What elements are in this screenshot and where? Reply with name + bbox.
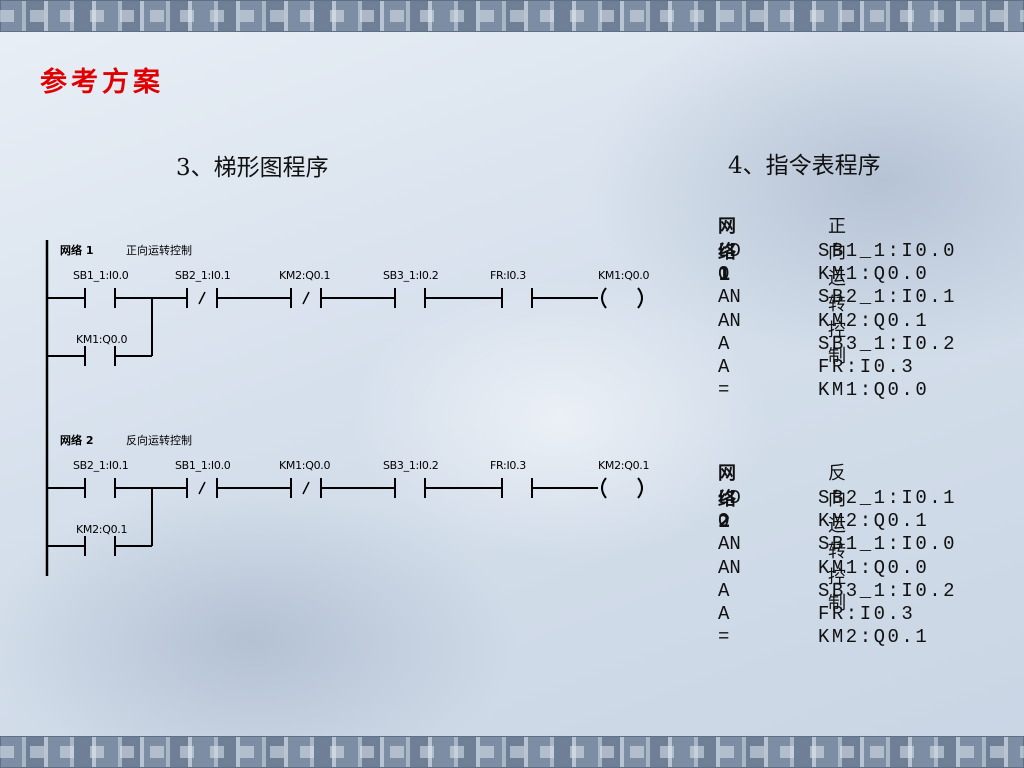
il-network-label: 网络 2 <box>718 463 736 532</box>
coil-label: KM2:Q0.1 <box>598 459 649 472</box>
il-operand: FR:I0.3 <box>818 355 916 378</box>
coil-right-arc <box>637 477 643 499</box>
il-operator: O <box>718 263 730 286</box>
il-network-label: 网络 1 <box>718 216 736 285</box>
contact-nc-slash <box>198 291 206 305</box>
parallel-contact-label: KM2:Q0.1 <box>76 523 127 536</box>
il-operand: SB2_1:I0.1 <box>818 286 958 309</box>
ladder-network-comment: 正向运转控制 <box>126 243 192 257</box>
il-operand: KM1:Q0.0 <box>818 379 930 402</box>
il-operator: = <box>718 379 730 402</box>
il-operator: LD <box>718 240 741 262</box>
coil-label: KM1:Q0.0 <box>598 269 649 282</box>
il-operand: FR:I0.3 <box>818 602 916 625</box>
bottom-decorative-border <box>0 736 1024 768</box>
contact-label: SB2_1:I0.1 <box>73 459 128 472</box>
il-operator: A <box>718 602 730 625</box>
contact-label: SB2_1:I0.1 <box>175 269 230 282</box>
il-operator: AN <box>718 556 741 579</box>
il-operator: = <box>718 626 730 649</box>
il-operator: A <box>718 355 730 378</box>
il-operator: AN <box>718 309 741 332</box>
contact-label: SB1_1:I0.0 <box>175 459 231 472</box>
il-operand: SB1_1:I0.0 <box>818 533 958 556</box>
il-operand: KM1:Q0.0 <box>818 556 930 579</box>
contact-label: KM2:Q0.1 <box>279 269 330 282</box>
il-operator: O <box>718 510 730 533</box>
contact-label: SB3_1:I0.2 <box>383 459 438 472</box>
top-decorative-border <box>0 0 1024 32</box>
il-operator: AN <box>718 286 741 309</box>
contact-label: FR:I0.3 <box>490 269 526 282</box>
contact-nc-slash <box>198 481 206 495</box>
contact-label: SB1_1:I0.0 <box>73 269 129 282</box>
il-operand: KM1:Q0.0 <box>818 263 930 286</box>
il-operand: SB3_1:I0.2 <box>818 579 958 602</box>
coil-left-arc <box>601 287 607 309</box>
il-operator: LD <box>718 487 741 509</box>
contact-label: SB3_1:I0.2 <box>383 269 438 282</box>
ladder-network-comment: 反向运转控制 <box>126 433 192 447</box>
instruction-list-heading: 4、指令表程序 <box>728 153 881 179</box>
contact-nc-slash <box>302 291 310 305</box>
contact-label: FR:I0.3 <box>490 459 526 472</box>
ladder-network-label: 网络 1 <box>60 243 93 257</box>
il-operator: AN <box>718 533 741 556</box>
il-operand: SB3_1:I0.2 <box>818 332 958 355</box>
il-operand: SB2_1:I0.1 <box>818 487 958 509</box>
il-operand: KM2:Q0.1 <box>818 309 930 332</box>
parallel-contact-label: KM1:Q0.0 <box>76 333 127 346</box>
contact-nc-slash <box>302 481 310 495</box>
il-operand: KM2:Q0.1 <box>818 626 930 649</box>
ladder-heading: 3、梯形图程序 <box>176 155 329 181</box>
il-operand: KM2:Q0.1 <box>818 510 930 533</box>
coil-left-arc <box>601 477 607 499</box>
il-operator: A <box>718 579 730 602</box>
slide-title: 参考方案 <box>40 67 164 98</box>
il-network-comment: 正向运转控制 <box>828 216 846 367</box>
il-network-comment: 反向运转控制 <box>828 463 846 614</box>
coil-right-arc <box>637 287 643 309</box>
ladder-network-label: 网络 2 <box>60 433 93 447</box>
il-operator: A <box>718 332 730 355</box>
il-operand: SB1_1:I0.0 <box>818 240 958 262</box>
contact-label: KM1:Q0.0 <box>279 459 330 472</box>
